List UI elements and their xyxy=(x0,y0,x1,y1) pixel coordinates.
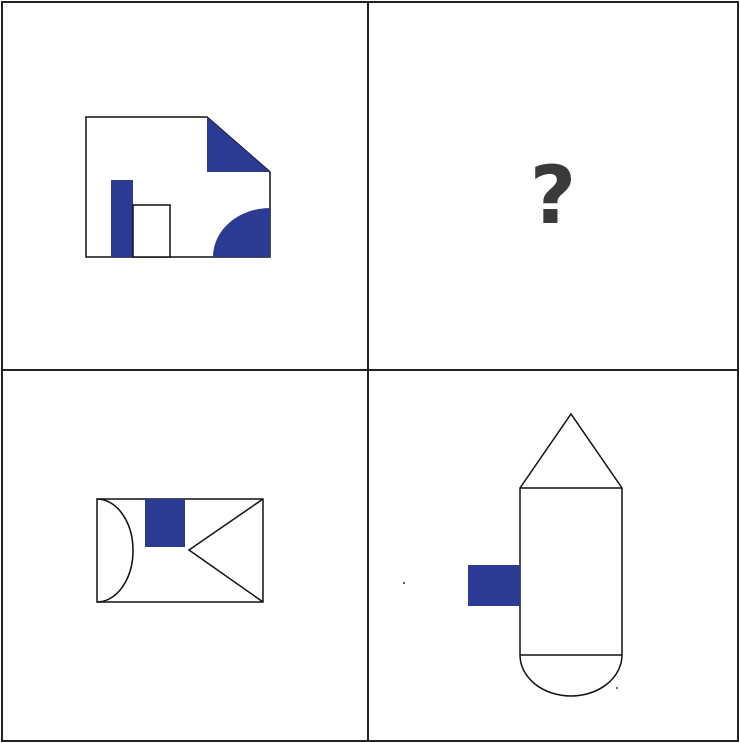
scan-speck xyxy=(616,687,618,689)
small-white-rectangle xyxy=(132,204,171,258)
panel-bottom-right xyxy=(367,369,739,742)
question-mark: ? xyxy=(530,149,576,242)
corner-triangle xyxy=(207,117,270,172)
blue-square xyxy=(145,499,185,547)
quarter-circle xyxy=(213,208,270,257)
scan-speck xyxy=(403,582,405,584)
rocket-outline xyxy=(519,412,623,697)
side-blue-square xyxy=(468,565,520,606)
panel-top-left xyxy=(1,1,369,371)
tall-blue-bar xyxy=(111,180,133,257)
figure-bottom-right xyxy=(468,412,623,697)
panel-bottom-left xyxy=(1,369,369,742)
half-circle xyxy=(96,498,134,603)
figure-top-left xyxy=(85,116,271,258)
inner-triangle xyxy=(187,498,264,603)
figure-bottom-left xyxy=(96,498,264,603)
